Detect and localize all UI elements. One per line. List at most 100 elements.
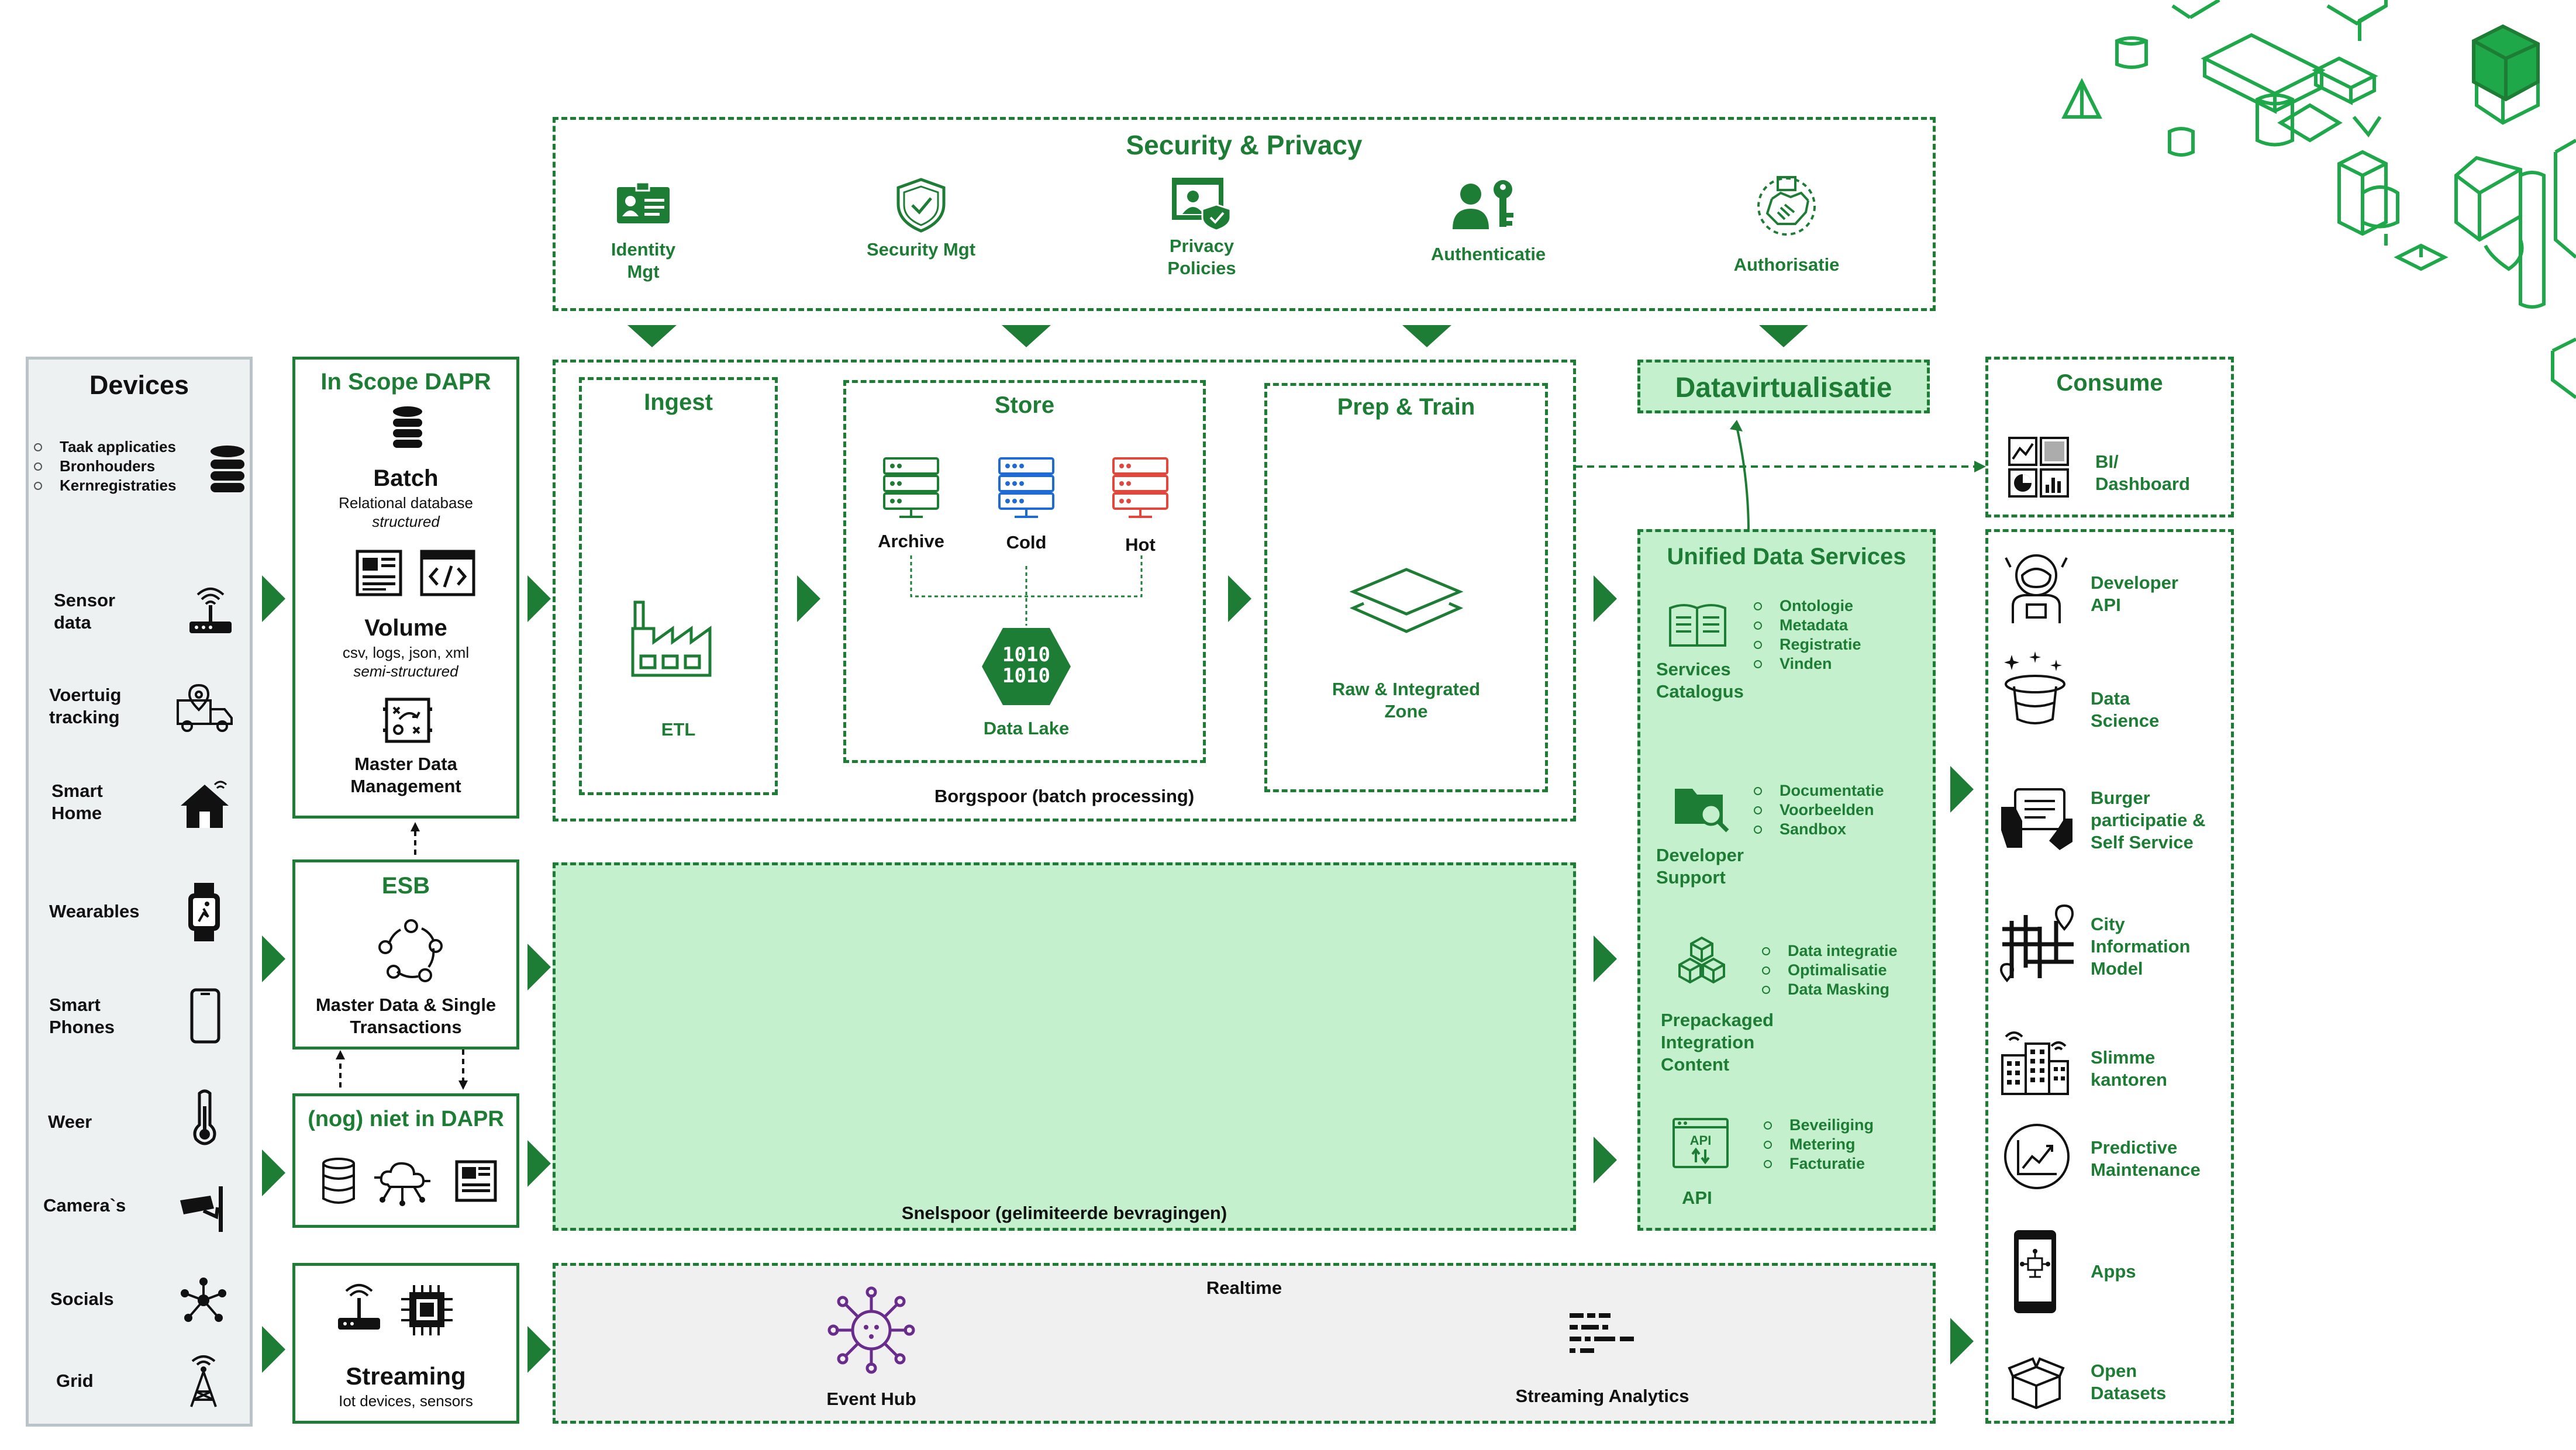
tablet-hands-icon — [2001, 788, 2072, 850]
security-item-authenticatie: Authenticatie — [1430, 244, 1546, 264]
snelspoor-panel: Snelspoor (gelimiteerde bevragingen) — [553, 862, 1576, 1231]
arrow-right — [527, 944, 551, 990]
open-box-icon — [2008, 1357, 2065, 1410]
uds-catalogus-list: Ontologie Metadata Registratie Vinden — [1750, 596, 1861, 674]
uds-title: Unified Data Services — [1667, 544, 1906, 569]
device-smartphones-label: Smart Phones — [49, 995, 115, 1037]
event-hub-icon — [827, 1286, 915, 1374]
list-item: Metering — [1760, 1135, 1874, 1154]
store-panel: Store — [843, 380, 1206, 763]
not-in-dapr-panel: (nog) niet in DAPR — [292, 1093, 519, 1228]
folder-search-icon — [1675, 789, 1729, 833]
security-item-security-mgt: Security Mgt — [866, 239, 976, 260]
streaming-analytics-icon — [1570, 1313, 1634, 1353]
arrow-right — [797, 575, 820, 622]
uds-api-list: Beveiliging Metering Facturatie — [1760, 1116, 1874, 1173]
device-sensor-label: Sensor data — [54, 590, 116, 633]
cloud-network-icon — [374, 1162, 430, 1206]
datavirt-connectors — [1575, 420, 1986, 533]
list-item: Ontologie — [1750, 596, 1861, 616]
cubes-icon — [1678, 936, 1725, 984]
server-hot-icon — [1112, 457, 1168, 518]
arrow-right — [262, 575, 285, 622]
prep-train-panel: Prep & Train — [1264, 383, 1548, 792]
consume-city-info-label: City Information Model — [2091, 914, 2191, 979]
consume-open-datasets-label: Open Datasets — [2091, 1361, 2167, 1403]
raw-integrated-zone-label: Raw & Integrated Zone — [1332, 679, 1481, 721]
consume-title: Consume — [2056, 370, 2163, 396]
realtime-title: Realtime — [1206, 1278, 1282, 1298]
consume-services-panel — [1985, 529, 2234, 1424]
device-smarthome-label: Smart Home — [51, 781, 103, 823]
borgspoor-panel: Borgspoor (batch processing) — [553, 360, 1576, 821]
mdm-label: Master Data Management — [350, 754, 461, 796]
arrow-down-3 — [1402, 325, 1451, 347]
list-item: Voorbeelden — [1750, 800, 1884, 820]
list-item: Sandbox — [1750, 820, 1884, 839]
arrow-down-1 — [627, 325, 677, 347]
store-title: Store — [994, 392, 1055, 418]
arrow-right — [1950, 1318, 1974, 1365]
consume-slimme-kantoren-label: Slimme kantoren — [2091, 1047, 2167, 1090]
truck-location-icon — [177, 683, 233, 732]
data-lake-bits: 1010 1010 — [1002, 643, 1050, 688]
list-item: Bronhouders — [30, 457, 206, 476]
arrow-right — [262, 1149, 285, 1196]
uds-developer-support-label: Developer Support — [1656, 845, 1744, 888]
cold-label: Cold — [1006, 532, 1047, 553]
realtime-panel: Realtime — [553, 1263, 1936, 1424]
archive-label: Archive — [878, 531, 944, 551]
esb-title: ESB — [381, 873, 430, 899]
streaming-title: Streaming — [346, 1362, 466, 1390]
document-icon — [356, 550, 402, 596]
in-scope-dapr-panel: In Scope DAPR — [292, 357, 519, 819]
server-cold-icon — [998, 457, 1054, 518]
devices-db-list: Taak applicaties Bronhouders Kernregistr… — [30, 437, 206, 495]
prep-train-title: Prep & Train — [1337, 394, 1475, 420]
server-archive-icon — [883, 457, 939, 518]
arrow-right — [1228, 575, 1251, 622]
arrow-right — [527, 1326, 551, 1373]
user-key-icon — [1453, 180, 1513, 229]
code-window-icon — [420, 550, 475, 596]
consume-burger-label: Burger participatie & Self Service — [2091, 788, 2206, 852]
hot-label: Hot — [1125, 534, 1156, 555]
snelspoor-label: Snelspoor (gelimiteerde bevragingen) — [901, 1203, 1227, 1223]
list-item: Optimalisatie — [1758, 961, 1898, 980]
list-item: Registratie — [1750, 635, 1861, 654]
esb-panel: ESB — [292, 859, 519, 1049]
security-privacy-panel: Security & Privacy — [553, 117, 1936, 311]
decorative-cubes-pattern — [2061, 0, 2576, 399]
thermometer-icon — [193, 1089, 216, 1145]
device-weer-label: Weer — [48, 1111, 92, 1132]
layers-icon — [1349, 568, 1464, 633]
strategy-board-icon — [383, 698, 432, 743]
security-item-authorisatie: Authorisatie — [1733, 254, 1840, 275]
uds-prepackaged-list: Data integratie Optimalisatie Data Maski… — [1758, 941, 1898, 999]
batch-title: Batch — [373, 465, 439, 491]
api-icon: API — [1672, 1118, 1729, 1168]
event-hub-label: Event Hub — [826, 1389, 916, 1409]
data-lake-label: Data Lake — [983, 718, 1070, 738]
arrow-right — [1594, 575, 1617, 622]
bi-dashboard-label: BI/ Dashboard — [2095, 451, 2190, 494]
phone-app-icon — [2014, 1230, 2056, 1313]
camera-icon — [180, 1186, 223, 1232]
smartphone-icon — [190, 988, 220, 1044]
uds-prepackaged-label: Prepackaged Integration Content — [1661, 1010, 1774, 1075]
device-wearables-label: Wearables — [49, 901, 140, 921]
streaming-analytics-label: Streaming Analytics — [1515, 1386, 1689, 1406]
database-icon — [393, 406, 422, 448]
catalog-icon — [1669, 604, 1726, 647]
security-item-privacy: Privacy Policies — [1167, 236, 1236, 278]
database-outline-icon — [322, 1158, 355, 1204]
device-camera-label: Camera`s — [43, 1195, 126, 1216]
consume-panel: Consume — [1985, 357, 2234, 517]
magic-hat-icon — [2004, 651, 2065, 724]
astronaut-icon — [2005, 554, 2068, 623]
shield-check-icon — [896, 178, 946, 233]
smartwatch-icon — [188, 883, 220, 941]
id-card-icon — [617, 181, 670, 223]
document-icon — [455, 1160, 497, 1202]
device-socials-label: Socials — [50, 1289, 114, 1309]
